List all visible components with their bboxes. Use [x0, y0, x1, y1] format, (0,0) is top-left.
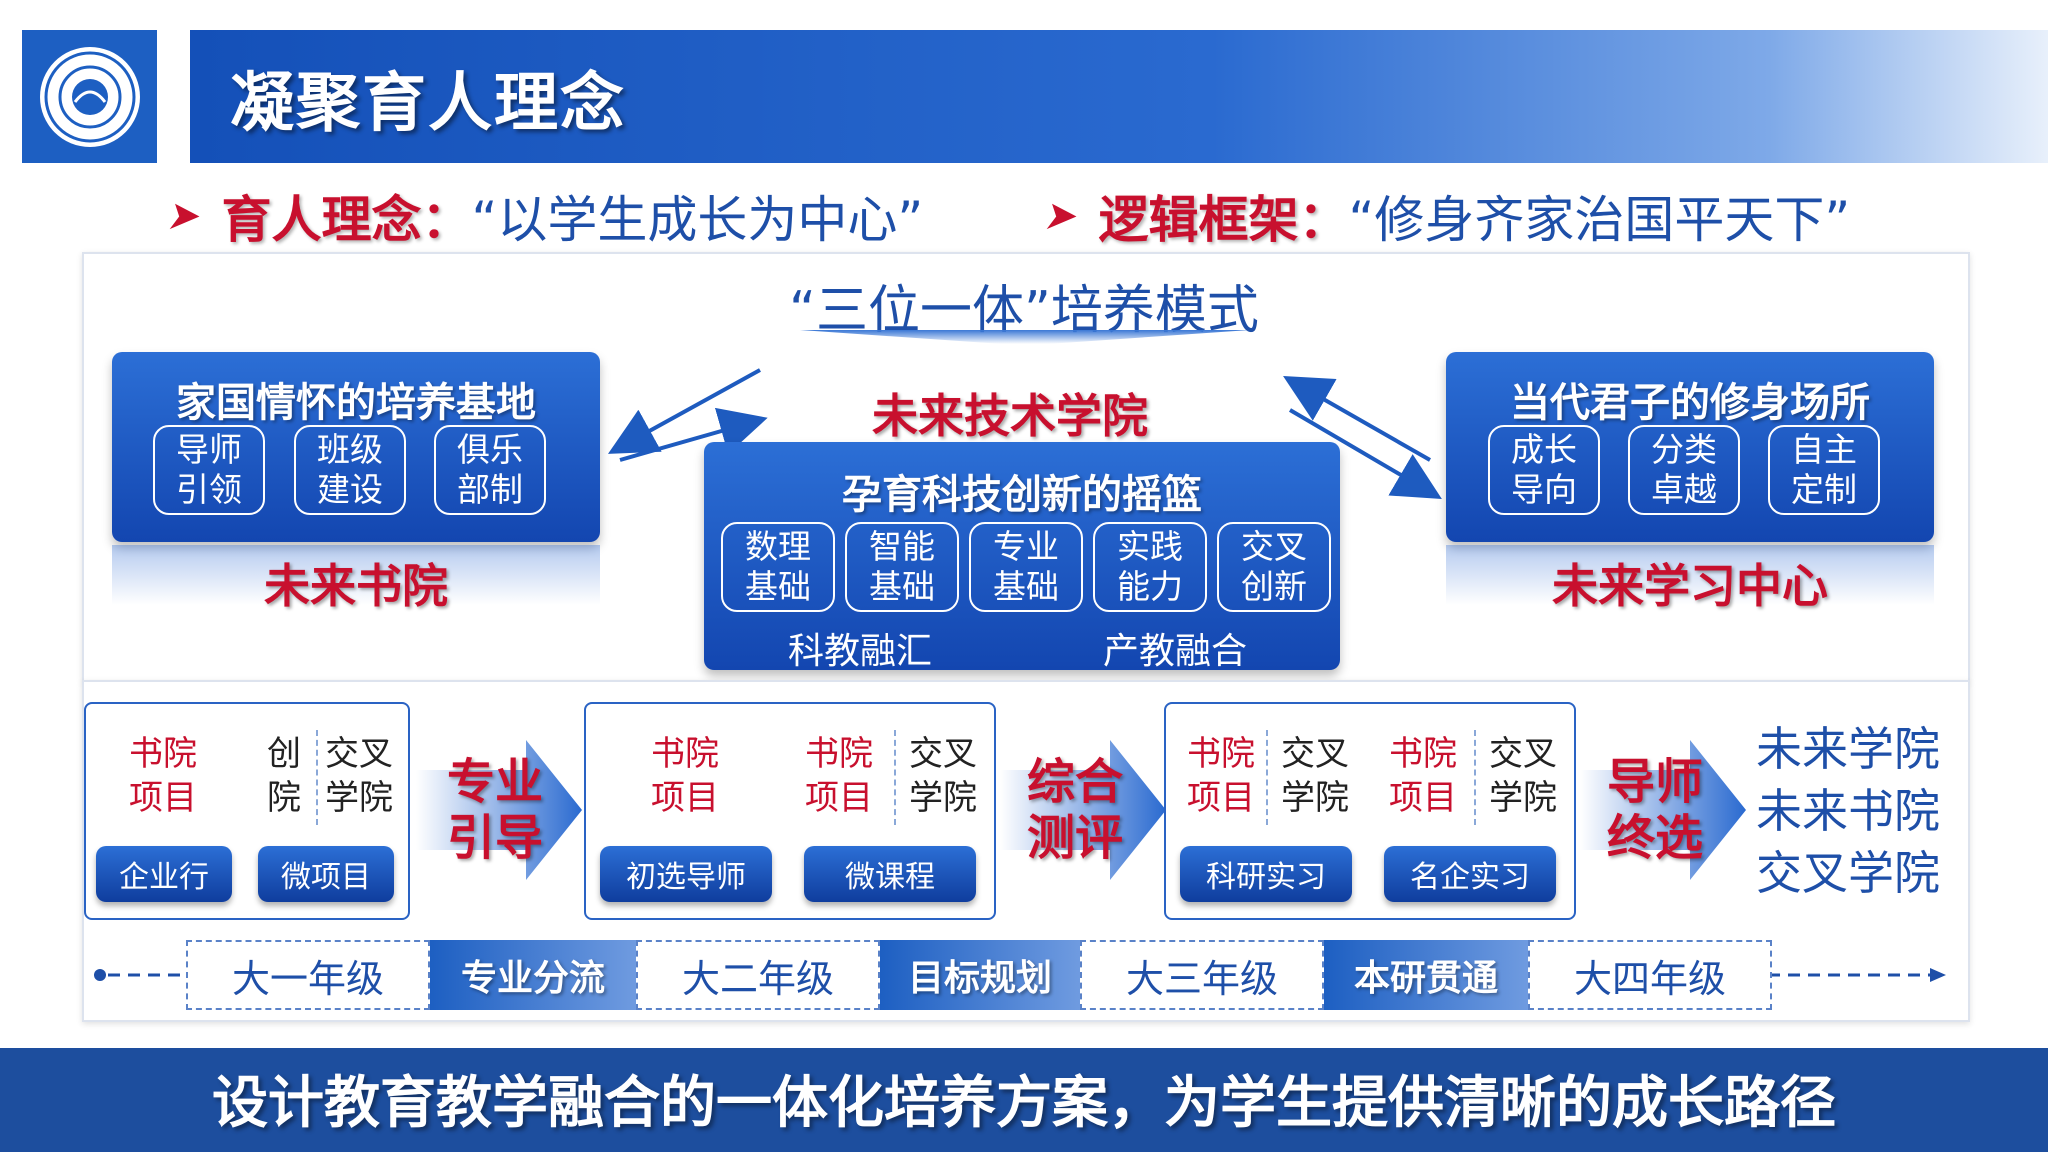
bidirectional-arrow-left — [607, 368, 768, 462]
divider — [316, 730, 318, 825]
future-learning-center-name: 未来学习中心 — [1552, 559, 1828, 613]
guidance-label: 专业 引导 — [446, 754, 543, 866]
stage-pill: 企业行 — [96, 846, 232, 902]
final-selection-label: 导师 终选 — [1606, 754, 1703, 866]
subtitle-keyword: 逻辑框架： — [1098, 191, 1349, 249]
destination-list: 未来学院 未来书院 交叉学院 — [1756, 722, 1940, 900]
university-seal-icon — [39, 46, 140, 147]
chip: 智能 基础 — [845, 522, 959, 612]
subtitle-philosophy: ➤ 育人理念： “以学生成长为中心” — [163, 180, 924, 252]
chip: 分类 卓越 — [1628, 425, 1740, 515]
card-title: 孕育科技创新的摇篮 — [842, 472, 1202, 518]
stage-item: 交叉 学院 — [909, 734, 977, 818]
stage-pill: 名企实习 — [1384, 846, 1556, 902]
footer-text: 设计教育教学融合的一体化培养方案，为学生提供清晰的成长路径 — [212, 1071, 1836, 1136]
transition-major-split: 专业分流 — [430, 940, 636, 1010]
grade-year3: 大三年级 — [1080, 940, 1324, 1010]
subtitle-value: “修身齐家治国平天下” — [1348, 191, 1851, 249]
stage-item: 书院 项目 — [651, 734, 719, 818]
arrow-bullet-icon: ➤ — [163, 193, 207, 239]
card-title: 家国情怀的培养基地 — [176, 380, 536, 426]
chip: 成长 导向 — [1488, 425, 1600, 515]
card-reflection — [112, 545, 600, 605]
chip: 俱乐 部制 — [434, 425, 546, 515]
stage-pill: 初选导师 — [600, 846, 772, 902]
chip: 数理 基础 — [721, 522, 835, 612]
page-title: 凝聚育人理念 — [230, 67, 626, 141]
card-gentleman-cultivation — [1446, 352, 1934, 542]
chip: 导师 引领 — [153, 425, 265, 515]
future-tech-institute-name: 未来技术学院 — [872, 389, 1148, 443]
chevron-arrow-icon — [416, 740, 582, 880]
subtitle-keyword: 育人理念： — [221, 191, 472, 249]
divider — [1474, 730, 1476, 825]
stage-pill: 微项目 — [258, 846, 394, 902]
subtitle-value: “以学生成长为中心” — [471, 191, 924, 249]
stage-item: 书院 项目 — [1187, 734, 1255, 818]
grade-year2: 大二年级 — [636, 940, 880, 1010]
subtitle-framework: ➤ 逻辑框架： “修身齐家治国平天下” — [1040, 180, 1851, 252]
grade-year1: 大一年级 — [186, 940, 430, 1010]
integration-label: 产教融合 — [1102, 631, 1247, 672]
stage-item: 交叉 学院 — [1489, 734, 1557, 818]
transition-goal-planning: 目标规划 — [880, 940, 1080, 1010]
card-reflection — [1446, 545, 1934, 605]
evaluation-label: 综合 测评 — [1026, 754, 1123, 866]
stage-item: 交叉 学院 — [1281, 734, 1349, 818]
chevron-arrow-icon — [1000, 740, 1166, 880]
chip: 班级 建设 — [294, 425, 406, 515]
integration-label: 科教融汇 — [787, 631, 932, 672]
card-title: 当代君子的修身场所 — [1510, 380, 1870, 426]
arrow-bullet-icon: ➤ — [1040, 193, 1084, 239]
chip: 专业 基础 — [969, 522, 1083, 612]
stage-item: 书院 项目 — [1389, 734, 1457, 818]
stage-item: 书院 项目 — [129, 734, 197, 818]
grade-year4: 大四年级 — [1528, 940, 1772, 1010]
logo — [22, 30, 157, 163]
card-innovation-cradle — [704, 442, 1340, 670]
divider — [894, 730, 896, 825]
chip: 实践 能力 — [1093, 522, 1207, 612]
chip: 自主 定制 — [1768, 425, 1880, 515]
chip: 交叉 创新 — [1217, 522, 1331, 612]
stage-pill: 科研实习 — [1180, 846, 1352, 902]
stage-item: 创 院 — [267, 734, 301, 818]
future-academy-name: 未来书院 — [264, 559, 448, 613]
title-bar — [190, 30, 2048, 163]
stage-item: 书院 项目 — [805, 734, 873, 818]
chevron-arrow-icon — [1580, 740, 1746, 880]
card-home-country — [112, 352, 600, 542]
transition-undergrad-grad: 本研贯通 — [1324, 940, 1528, 1010]
footer-banner — [0, 1048, 2048, 1152]
stage-item: 交叉 学院 — [325, 734, 393, 818]
bidirectional-arrow-right — [1283, 376, 1442, 500]
divider — [1266, 730, 1268, 825]
stage-pill: 微课程 — [804, 846, 976, 902]
